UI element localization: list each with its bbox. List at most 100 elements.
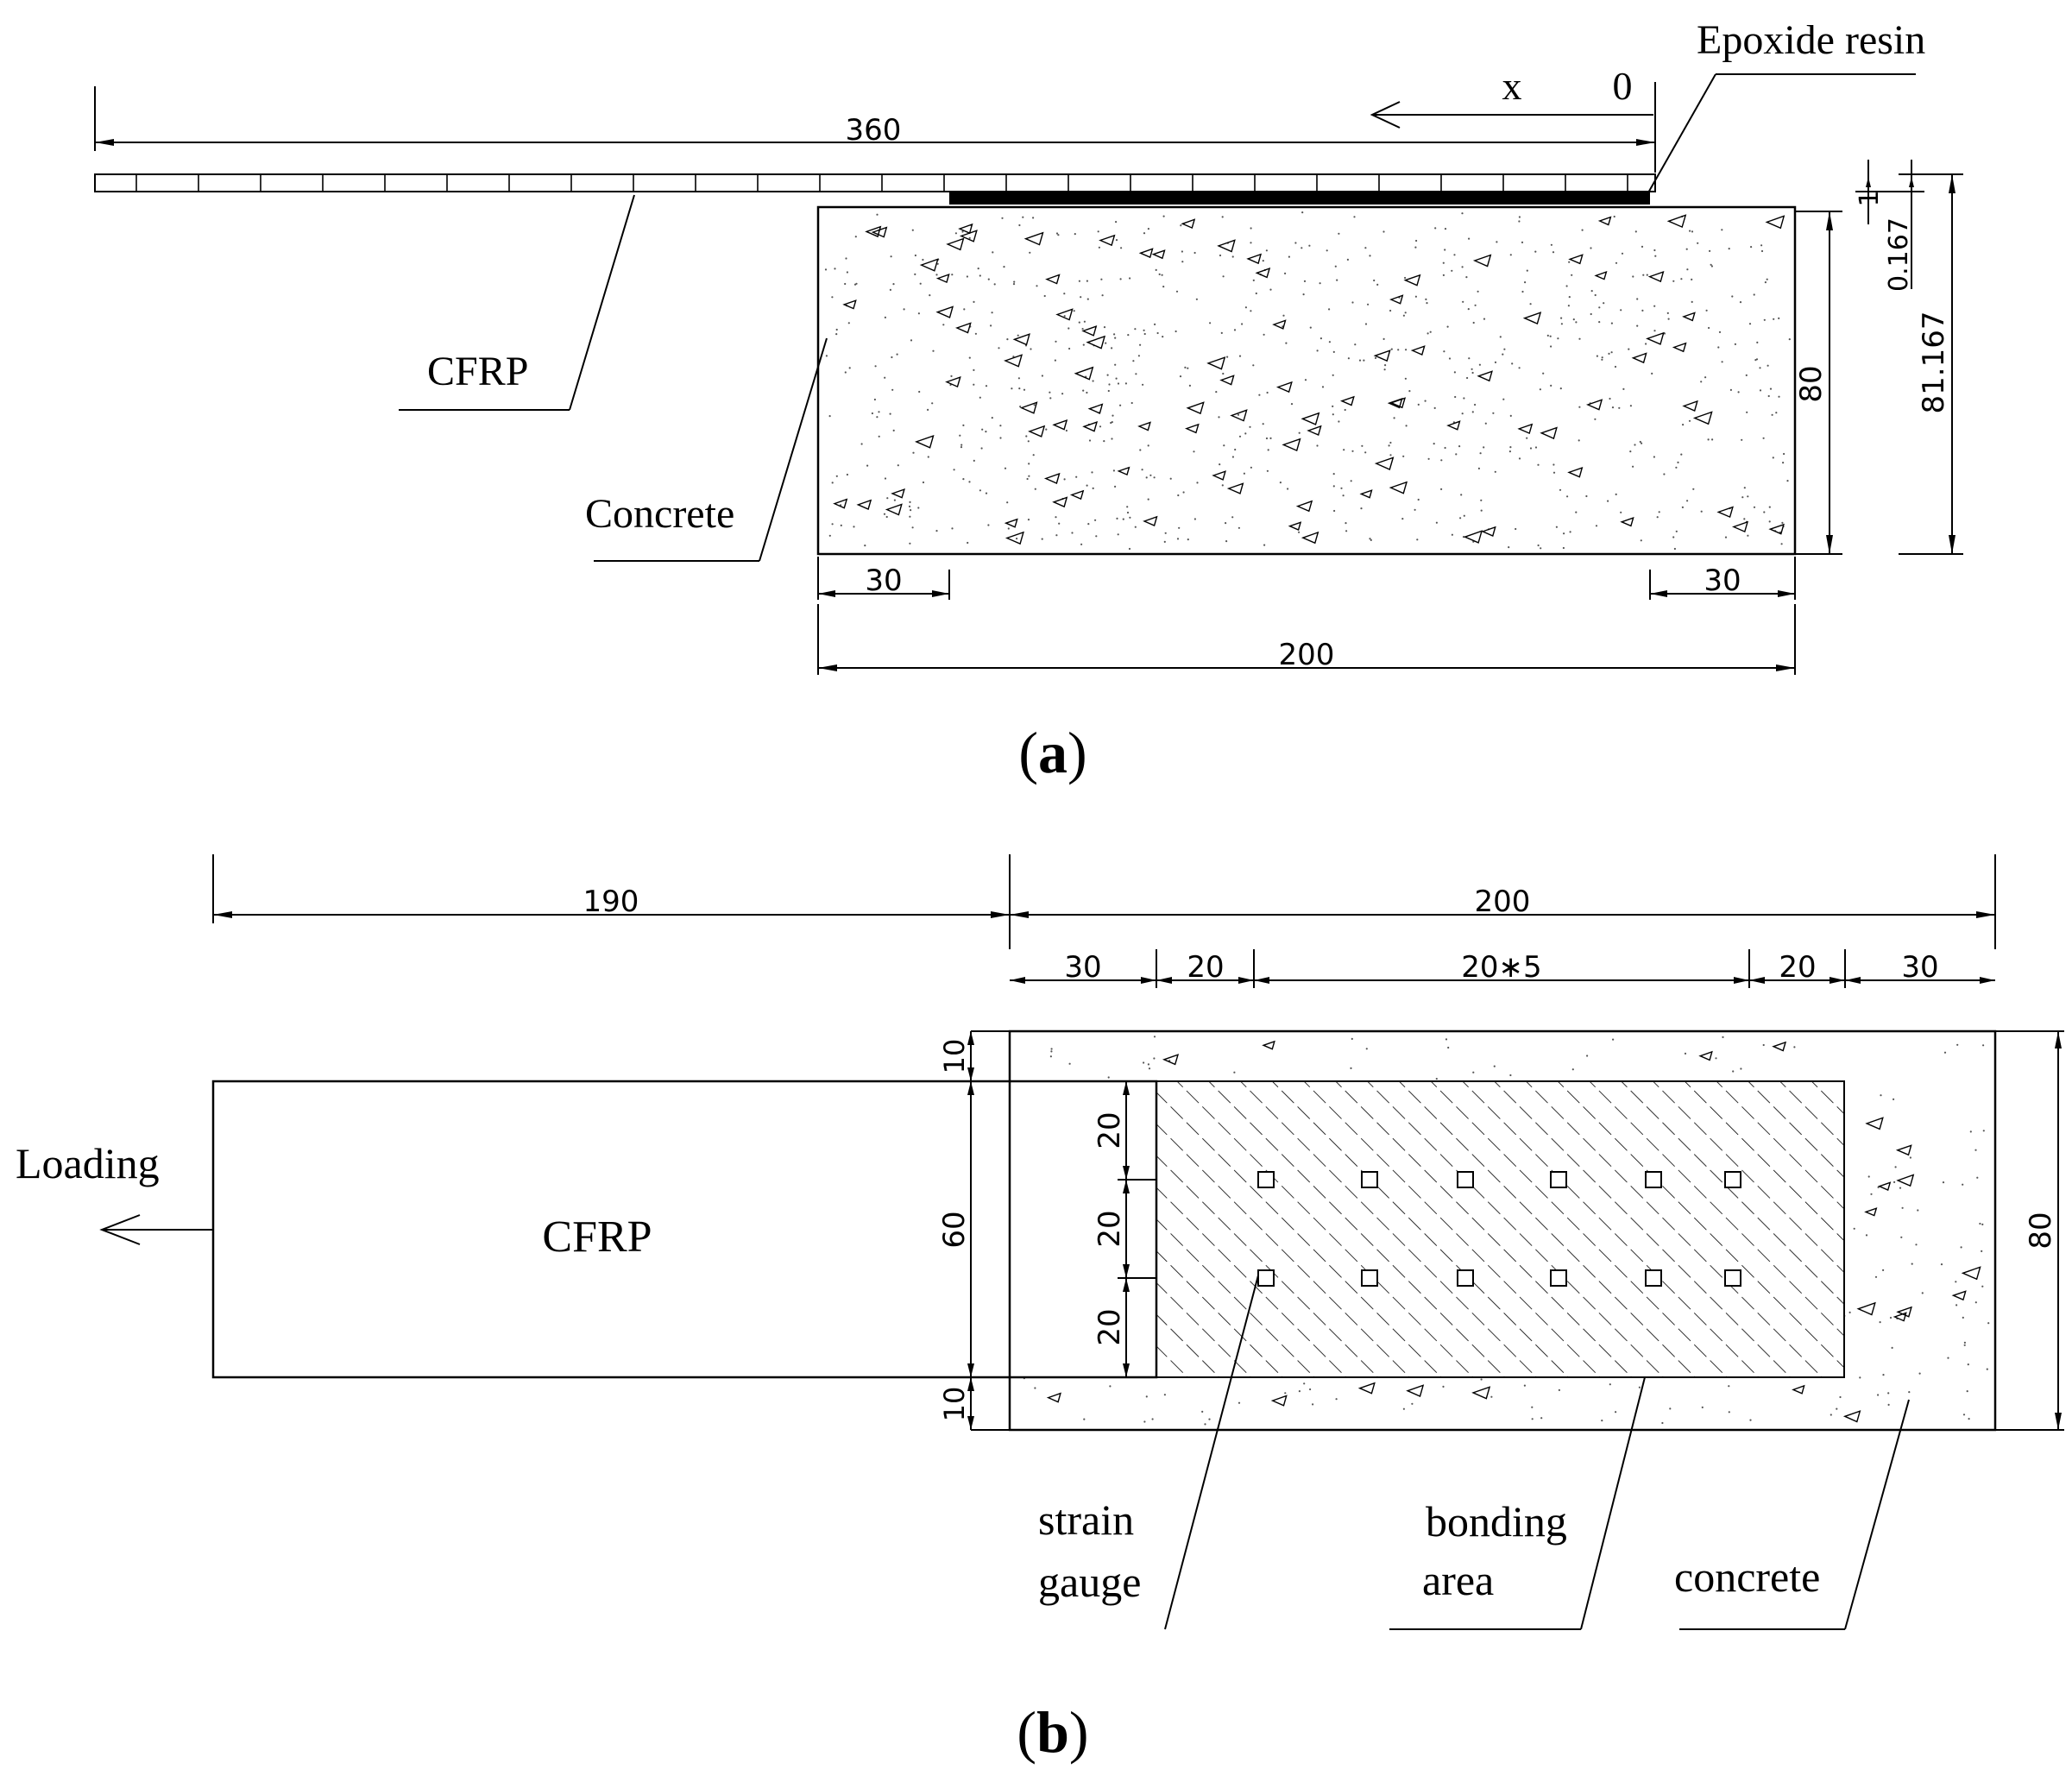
concrete-aggregate-dot (1502, 353, 1504, 356)
concrete-aggregate-dot (1750, 246, 1753, 249)
concrete-aggregate-dot (1771, 413, 1773, 416)
concrete-aggregate-dot (1219, 254, 1222, 257)
concrete-aggregate-dot (1238, 526, 1240, 529)
concrete-aggregate-dot (1108, 383, 1111, 386)
concrete-aggregate-dot (1502, 398, 1505, 400)
concrete-aggregate-dot (1405, 349, 1408, 351)
concrete-aggregate-dot (1304, 379, 1307, 381)
concrete-aggregate-dot (1373, 279, 1376, 282)
concrete-aggregate-dot (1016, 538, 1018, 540)
concrete-aggregate-dot (1018, 387, 1021, 390)
concrete-aggregate-dot (1032, 454, 1035, 457)
concrete-aggregate-dot (1552, 251, 1555, 254)
concrete-aggregate-dot (1759, 389, 1762, 392)
concrete-aggregate-dot (893, 499, 896, 501)
concrete-aggregate-dot (1073, 310, 1075, 312)
concrete-aggregate-triangle (935, 273, 950, 284)
concrete-aggregate-dot (1369, 538, 1371, 540)
epoxide-layer (949, 192, 1650, 205)
concrete-aggregate-dot (1328, 308, 1331, 311)
concrete-aggregate-triangle (1410, 345, 1426, 356)
concrete-aggregate-dot (1711, 438, 1714, 441)
concrete-aggregate-dot (998, 347, 1000, 349)
concrete-aggregate-dot (1773, 318, 1775, 320)
concrete-aggregate-dot (1490, 1395, 1493, 1398)
loading-arrow: Loading (16, 1139, 213, 1245)
concrete-aggregate-dot (973, 368, 975, 371)
concrete-aggregate-triangle (1896, 1174, 1915, 1187)
concrete-aggregate-dot (1026, 477, 1029, 481)
concrete-aggregate-dot (1049, 391, 1051, 394)
concrete-aggregate-dot (1110, 421, 1112, 425)
concrete-aggregate-dot (1233, 329, 1237, 331)
dim-seg-20x5-label: 20∗5 (1461, 950, 1541, 985)
concrete-aggregate-dot (1049, 1055, 1052, 1058)
concrete-aggregate-triangle (842, 299, 857, 310)
concrete-aggregate-dot (1493, 1065, 1496, 1067)
concrete-aggregate-dot (1082, 389, 1085, 392)
concrete-aggregate-dot (1472, 321, 1475, 324)
concrete-aggregate-dot (889, 412, 891, 415)
concrete-aggregate-dot (1043, 294, 1046, 298)
concrete-aggregate-dot (1163, 540, 1166, 544)
concrete-aggregate-dot (1332, 350, 1335, 353)
concrete-aggregate-dot (1388, 444, 1390, 447)
concrete-aggregate-dot (1721, 229, 1723, 231)
concrete-aggregate-dot (1155, 268, 1157, 271)
concrete-aggregate-dot (1404, 377, 1407, 380)
concrete-aggregate-dot (1237, 413, 1240, 416)
concrete-aggregate-triangle (1792, 1384, 1805, 1395)
concrete-aggregate-triangle (1184, 423, 1200, 434)
concrete-aggregate-dot (1225, 540, 1228, 543)
concrete-aggregate-dot (1328, 341, 1331, 343)
concrete-aggregate-dot (1976, 1176, 1979, 1179)
concrete-aggregate-dot (1663, 473, 1666, 475)
concrete-aggregate-dot (1710, 263, 1712, 266)
concrete-aggregate-dot (1354, 343, 1357, 346)
concrete-aggregate-dot (1336, 279, 1338, 281)
concrete-aggregate-dot (1455, 453, 1458, 456)
concrete-aggregate-dot (1680, 453, 1683, 456)
concrete-aggregate-dot (1087, 523, 1090, 526)
concrete-aggregate-dot (1848, 1311, 1851, 1313)
concrete-aggregate-dot (1653, 456, 1655, 458)
concrete-aggregate-dot (911, 526, 914, 529)
concrete-aggregate-dot (1145, 1395, 1148, 1398)
concrete-aggregate-dot (1101, 294, 1104, 297)
concrete-aggregate-dot (1728, 1385, 1730, 1388)
concrete-aggregate-dot (1534, 446, 1538, 449)
concrete-aggregate-dot (1360, 507, 1363, 510)
concrete-aggregate-dot (1411, 1402, 1414, 1405)
concrete-aggregate-dot (884, 316, 886, 318)
concrete-aggregate-dot (1680, 278, 1683, 280)
concrete-aggregate-dot (846, 473, 849, 476)
concrete-aggregate-triangle (914, 434, 935, 449)
concrete-aggregate-dot (1590, 247, 1592, 249)
concrete-aggregate-dot (1107, 1076, 1110, 1079)
concrete-aggregate-dot (1691, 278, 1693, 280)
concrete-aggregate-dot (828, 415, 831, 418)
concrete-aggregate-dot (1258, 394, 1261, 396)
concrete-aggregate-dot (874, 365, 877, 368)
concrete-aggregate-triangle (891, 488, 905, 499)
concrete-aggregate-dot (1265, 249, 1268, 252)
concrete-aggregate-triangle (1471, 1386, 1491, 1400)
concrete-aggregate-dot (1518, 457, 1521, 460)
concrete-aggregate-triangle (1951, 1290, 1967, 1301)
concrete-aggregate-dot (1461, 212, 1464, 215)
concrete-aggregate-dot (871, 412, 874, 415)
concrete-aggregate-dot (959, 434, 961, 437)
concrete-aggregate-dot (1615, 1411, 1617, 1414)
concrete-aggregate-dot (1585, 494, 1588, 498)
concrete-aggregate-dot (1524, 281, 1527, 284)
concrete-aggregate-dot (918, 390, 921, 394)
concrete-aggregate-triangle (1731, 520, 1749, 533)
concrete-aggregate-dot (1158, 273, 1161, 275)
concrete-aggregate-dot (973, 383, 975, 386)
concrete-aggregate-dot (1120, 247, 1123, 249)
concrete-aggregate-dot (1575, 321, 1578, 324)
strain-gauge (1724, 1269, 1741, 1287)
concrete-aggregate-dot (1636, 324, 1639, 327)
concrete-aggregate-dot (1917, 1209, 1919, 1212)
concrete-aggregate-dot (884, 477, 887, 480)
